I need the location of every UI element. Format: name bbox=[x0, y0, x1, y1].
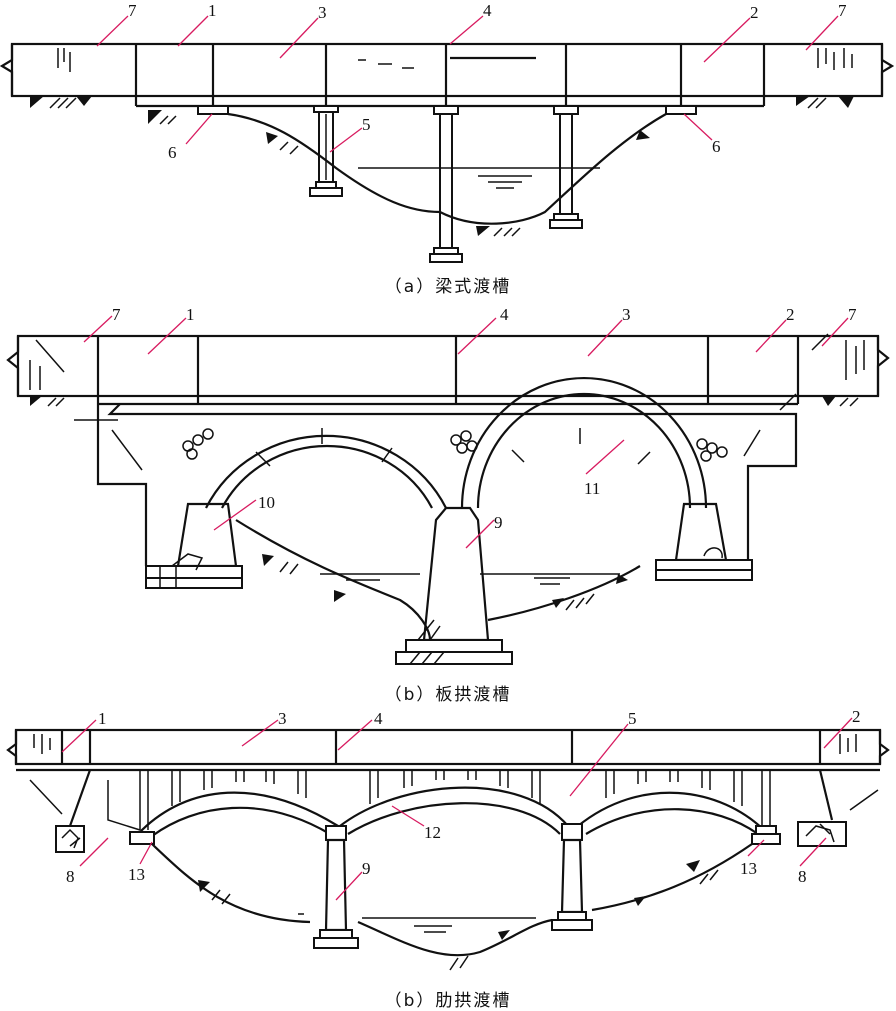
label-1-a: 1 bbox=[208, 1, 217, 20]
label-13-right-c: 13 bbox=[740, 859, 757, 878]
label-9-b: 9 bbox=[494, 513, 503, 532]
label-7-left-a: 7 bbox=[128, 1, 137, 20]
diagram-c-rib-arch-aqueduct: 1 3 4 5 2 12 8 13 9 13 8 bbox=[6, 707, 890, 971]
label-7-right-a: 7 bbox=[838, 1, 847, 20]
label-2-b: 2 bbox=[786, 305, 795, 324]
label-13-left-c: 13 bbox=[128, 865, 145, 884]
label-5-a: 5 bbox=[362, 115, 371, 134]
caption-c: （b）肋拱渡槽 bbox=[384, 991, 512, 1011]
trough-body bbox=[14, 728, 882, 766]
label-3-b: 3 bbox=[622, 305, 631, 324]
label-12-c: 12 bbox=[424, 823, 441, 842]
caption-a: （a）梁式渡槽 bbox=[384, 277, 512, 297]
label-6-left-a: 6 bbox=[168, 143, 177, 162]
label-2-c: 2 bbox=[852, 707, 861, 726]
label-4-b: 4 bbox=[500, 305, 509, 324]
caption-b: （b）板拱渡槽 bbox=[384, 685, 512, 705]
label-9-c: 9 bbox=[362, 859, 371, 878]
label-3-c: 3 bbox=[278, 709, 287, 728]
trough-body bbox=[16, 334, 880, 398]
label-1-b: 1 bbox=[186, 305, 195, 324]
label-6-right-a: 6 bbox=[712, 137, 721, 156]
diagram-a-beam-aqueduct: 7 1 3 4 2 7 6 5 6 bbox=[0, 1, 895, 263]
label-2-a: 2 bbox=[750, 3, 759, 22]
label-3-a: 3 bbox=[318, 3, 327, 22]
label-8-left-c: 8 bbox=[66, 867, 75, 886]
label-1-c: 1 bbox=[98, 709, 107, 728]
label-11-b: 11 bbox=[584, 479, 600, 498]
label-8-right-c: 8 bbox=[798, 867, 807, 886]
label-7-left-b: 7 bbox=[112, 305, 121, 324]
label-10-b: 10 bbox=[258, 493, 275, 512]
label-4-a: 4 bbox=[483, 1, 492, 20]
label-7-right-b: 7 bbox=[848, 305, 857, 324]
label-5-c: 5 bbox=[628, 709, 637, 728]
label-4-c: 4 bbox=[374, 709, 383, 728]
diagram-b-slab-arch-aqueduct: 7 1 4 3 2 7 10 9 11 bbox=[6, 305, 890, 665]
